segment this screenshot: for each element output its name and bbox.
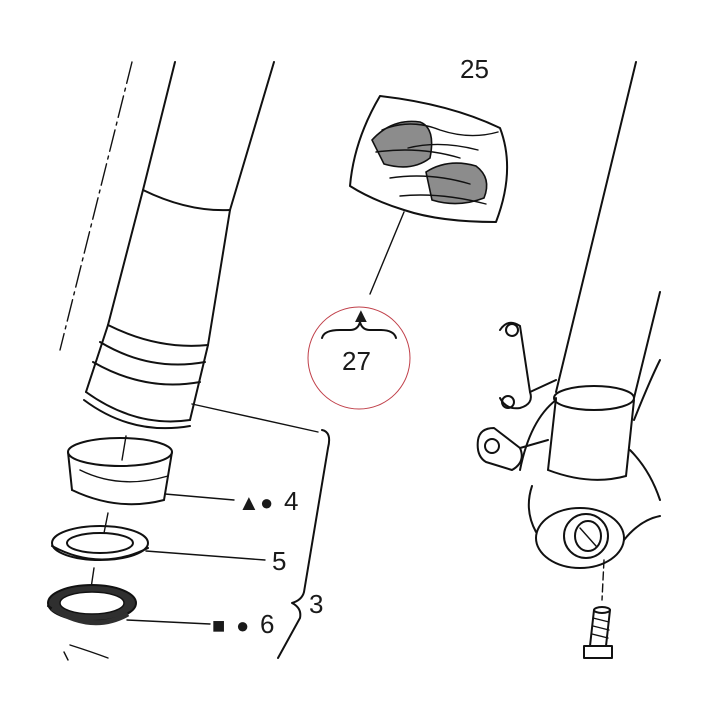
brace-27	[321, 321, 397, 339]
part-bushing	[67, 435, 173, 506]
symbol-4-circle: ●	[260, 490, 273, 515]
symbol-4-triangle: ▲	[238, 490, 260, 515]
leader-lines	[126, 403, 319, 625]
callout-25: 25	[460, 54, 489, 84]
symbol-27-triangle: ▲	[351, 305, 371, 327]
symbol-6-circle: ●	[236, 613, 249, 638]
part-washer	[51, 512, 149, 561]
highlight-circle	[307, 306, 411, 410]
bracket-brace	[277, 429, 331, 659]
callout-27: 27	[342, 346, 371, 376]
part-brake-pads	[349, 95, 509, 295]
part-seal	[47, 567, 137, 661]
fork-stanchion	[59, 61, 275, 430]
callout-5: 5	[272, 546, 286, 576]
callout-3: 3	[309, 589, 323, 619]
symbol-6-square: ■	[212, 613, 225, 638]
callout-6: 6	[260, 609, 274, 639]
fork-lower-leg	[476, 61, 661, 659]
callout-4: 4	[284, 486, 298, 516]
